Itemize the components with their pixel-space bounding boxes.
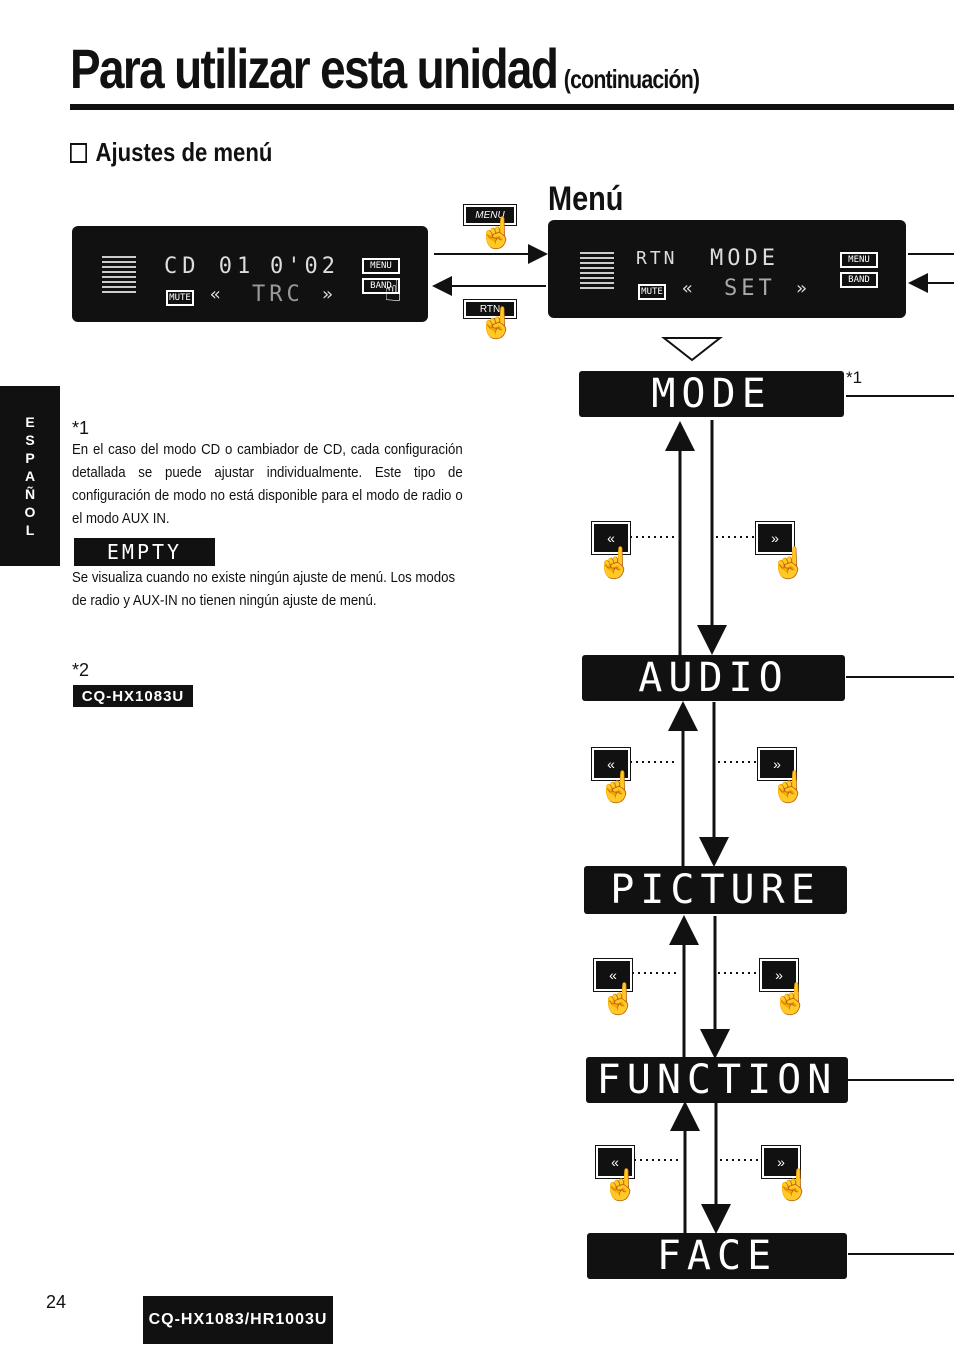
empty-text: Se visualiza cuando no existe ningún aju… [72,569,456,609]
pointing-hand-icon: ☝ [774,1169,812,1202]
pointing-hand-icon: ☝ [384,274,403,309]
seek-left-button[interactable]: « [591,747,631,781]
language-tab: E S P A Ñ O L [0,386,60,566]
menu-item-audio: AUDIO [582,655,845,701]
menu-item-function: FUNCTION [586,1057,848,1103]
tab-letter: S [25,432,35,448]
seek-right-button[interactable]: » [757,747,797,781]
tab-letter: A [24,468,36,484]
footnote-1-marker: *1 [72,418,90,438]
seek-left-button[interactable]: « [591,521,631,555]
seek-left-button[interactable]: « [595,1145,635,1179]
tab-letter: E [25,414,35,430]
footnote-2-marker: *2 [72,660,90,680]
menu-item-mode: MODE [579,371,844,417]
tab-letter: Ñ [24,486,36,502]
mute-button[interactable]: MUTE [165,289,195,307]
pointing-hand-icon: ☝ [596,547,634,580]
title-text: Para utilizar esta unidad [70,37,559,100]
menu-key[interactable]: MENU [463,204,517,226]
title-rule [70,104,954,110]
menu-item-face: FACE [587,1233,847,1279]
seek-right-button[interactable]: » [761,1145,801,1179]
display-line1-right: 0'02 [270,254,339,279]
seek-right-button[interactable]: » [755,521,795,555]
model-badge: CQ-HX1083U [73,685,193,707]
display-line2: TRC [252,282,304,307]
tab-letter: P [25,450,35,466]
pointing-hand-icon: ☝ [772,983,810,1016]
tab-letter: L [25,522,35,538]
seek-left-button[interactable]: « [593,958,633,992]
pointing-hand-icon: ☝ [602,1169,640,1202]
seek-right-icon: » [322,284,333,305]
band-button[interactable]: BAND [839,271,879,289]
head-unit-display-left: CD 01 0'02 TRC « » MUTE MENU BAND ☝ [72,226,428,322]
page-number: 24 [46,1292,67,1312]
checkbox-icon [70,142,87,163]
title-subtitle: (continuación) [563,64,700,94]
seek-left-icon: « [210,284,221,305]
pointing-hand-icon: ☝ [478,307,516,340]
seek-left-icon: « [682,278,693,299]
menu-item-picture: PICTURE [584,866,847,914]
band-button[interactable]: BAND [361,277,401,295]
rtn-key[interactable]: RTN [463,299,517,319]
left-arrow-buttons-icon [102,256,136,296]
display-line1-left: CD 01 [164,254,256,279]
pointing-hand-icon: ☝ [770,771,808,804]
display-line1-left: RTN [636,248,678,269]
menu-title: Menú [548,180,624,218]
section-title: Ajustes de menú [95,137,273,167]
menu-button[interactable]: MENU [361,257,401,275]
pointing-hand-icon: ☝ [478,217,516,250]
empty-badge: EMPTY [74,538,215,566]
section-heading: Ajustes de menú [70,137,272,168]
pointing-hand-icon: ☝ [598,771,636,804]
display-line2: SET [724,276,776,301]
head-unit-display-right: RTN MODE SET « » MUTE MENU BAND [548,220,906,318]
menu-button[interactable]: MENU [839,251,879,269]
seek-right-button[interactable]: » [759,958,799,992]
mute-button[interactable]: MUTE [637,283,667,301]
footer-model: CQ-HX1083/HR1003U [143,1296,333,1344]
footnote-1-text: En el caso del modo CD o cambiador de CD… [72,441,463,527]
display-line1-right: MODE [710,246,779,271]
left-arrow-buttons-icon [580,252,614,292]
page-title: Para utilizar esta unidad(continuación) [70,36,700,101]
pointing-hand-icon: ☝ [770,547,808,580]
tab-letter: O [24,504,36,520]
pointing-hand-icon: ☝ [600,983,638,1016]
seek-right-icon: » [796,278,807,299]
footnote-marker: *1 [846,368,863,387]
